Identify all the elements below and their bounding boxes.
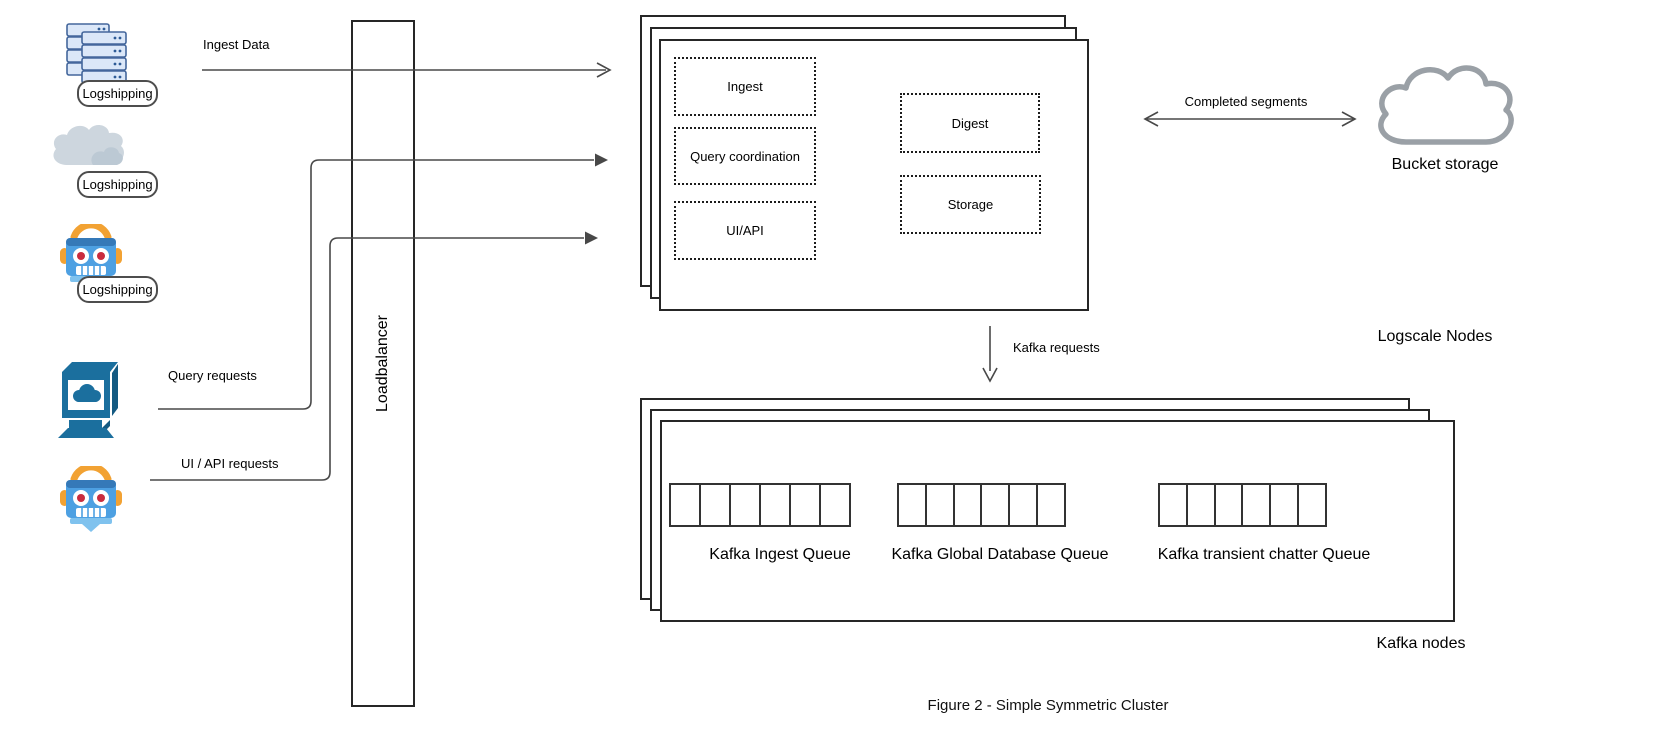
ui-api-requests-label: UI / API requests bbox=[181, 456, 279, 471]
logshipping-label: Logshipping bbox=[82, 177, 153, 192]
logshipping-badge: Logshipping bbox=[77, 80, 158, 107]
logshipping-badge: Logshipping bbox=[77, 276, 158, 303]
kafka-nodes-title: Kafka nodes bbox=[1376, 635, 1466, 652]
queue-cell bbox=[701, 485, 731, 525]
role-label: Query coordination bbox=[690, 148, 800, 164]
kafka-ingest-queue-label: Kafka Ingest Queue bbox=[709, 546, 851, 563]
logscale-nodes-title: Logscale Nodes bbox=[1377, 328, 1493, 345]
role-label: Digest bbox=[951, 115, 989, 131]
logshipping-label: Logshipping bbox=[82, 282, 153, 297]
queue-cell bbox=[982, 485, 1011, 525]
role-box-query-coordination: Query coordination bbox=[674, 127, 816, 185]
workstation-icon bbox=[54, 360, 126, 440]
queue-cell bbox=[954, 485, 983, 525]
role-box-storage: Storage bbox=[900, 175, 1041, 234]
ingest-data-label: Ingest Data bbox=[203, 37, 270, 52]
queue-cell bbox=[1038, 485, 1064, 525]
role-box-ui-api: UI/API bbox=[674, 201, 816, 260]
queue-cell bbox=[1243, 485, 1272, 525]
role-label: Ingest bbox=[727, 79, 763, 94]
arrowhead-right-icon bbox=[585, 231, 598, 245]
bucket-storage-cloud-icon bbox=[1368, 52, 1520, 152]
queue-cell bbox=[899, 485, 927, 525]
role-box-ingest: Ingest bbox=[674, 57, 816, 116]
loadbalancer-label: Loadbalancer bbox=[374, 315, 391, 412]
arrowhead-right-icon bbox=[1341, 111, 1357, 127]
queue-cell bbox=[1271, 485, 1300, 525]
queue-cell bbox=[1187, 485, 1216, 525]
queue-cell bbox=[731, 485, 761, 525]
queue-cell bbox=[1215, 485, 1244, 525]
role-label: UI/API bbox=[726, 223, 764, 238]
arrowhead-right-icon bbox=[596, 62, 612, 78]
role-box-digest: Digest bbox=[900, 93, 1040, 153]
cloud-source-icon bbox=[48, 118, 128, 170]
logshipping-badge: Logshipping bbox=[77, 171, 158, 198]
kafka-global-database-queue bbox=[897, 483, 1066, 527]
arrowhead-left-icon bbox=[1143, 111, 1159, 127]
server-stack-icon bbox=[66, 22, 128, 84]
queue-cell bbox=[1160, 485, 1188, 525]
queue-cell bbox=[791, 485, 821, 525]
completed-segments-label: Completed segments bbox=[1184, 94, 1308, 109]
arrowhead-down-icon bbox=[982, 367, 998, 383]
queue-cell bbox=[761, 485, 791, 525]
query-requests-label: Query requests bbox=[168, 368, 257, 383]
figure-caption: Figure 2 - Simple Symmetric Cluster bbox=[927, 697, 1169, 714]
queue-cell bbox=[1010, 485, 1039, 525]
queue-cell bbox=[821, 485, 849, 525]
queue-cell bbox=[671, 485, 701, 525]
logshipping-label: Logshipping bbox=[82, 86, 153, 101]
role-label: Storage bbox=[947, 197, 994, 212]
queue-cell bbox=[1299, 485, 1325, 525]
robot-client-icon bbox=[60, 466, 122, 532]
loadbalancer-box: Loadbalancer bbox=[351, 20, 415, 707]
kafka-requests-label: Kafka requests bbox=[1013, 340, 1100, 355]
queue-cell bbox=[926, 485, 955, 525]
kafka-global-database-queue-label: Kafka Global Database Queue bbox=[891, 546, 1109, 563]
kafka-transient-chatter-queue bbox=[1158, 483, 1327, 527]
arrowhead-right-icon bbox=[595, 153, 608, 167]
kafka-ingest-queue bbox=[669, 483, 851, 527]
bucket-storage-label: Bucket storage bbox=[1391, 156, 1499, 173]
kafka-transient-chatter-queue-label: Kafka transient chatter Queue bbox=[1157, 546, 1371, 563]
